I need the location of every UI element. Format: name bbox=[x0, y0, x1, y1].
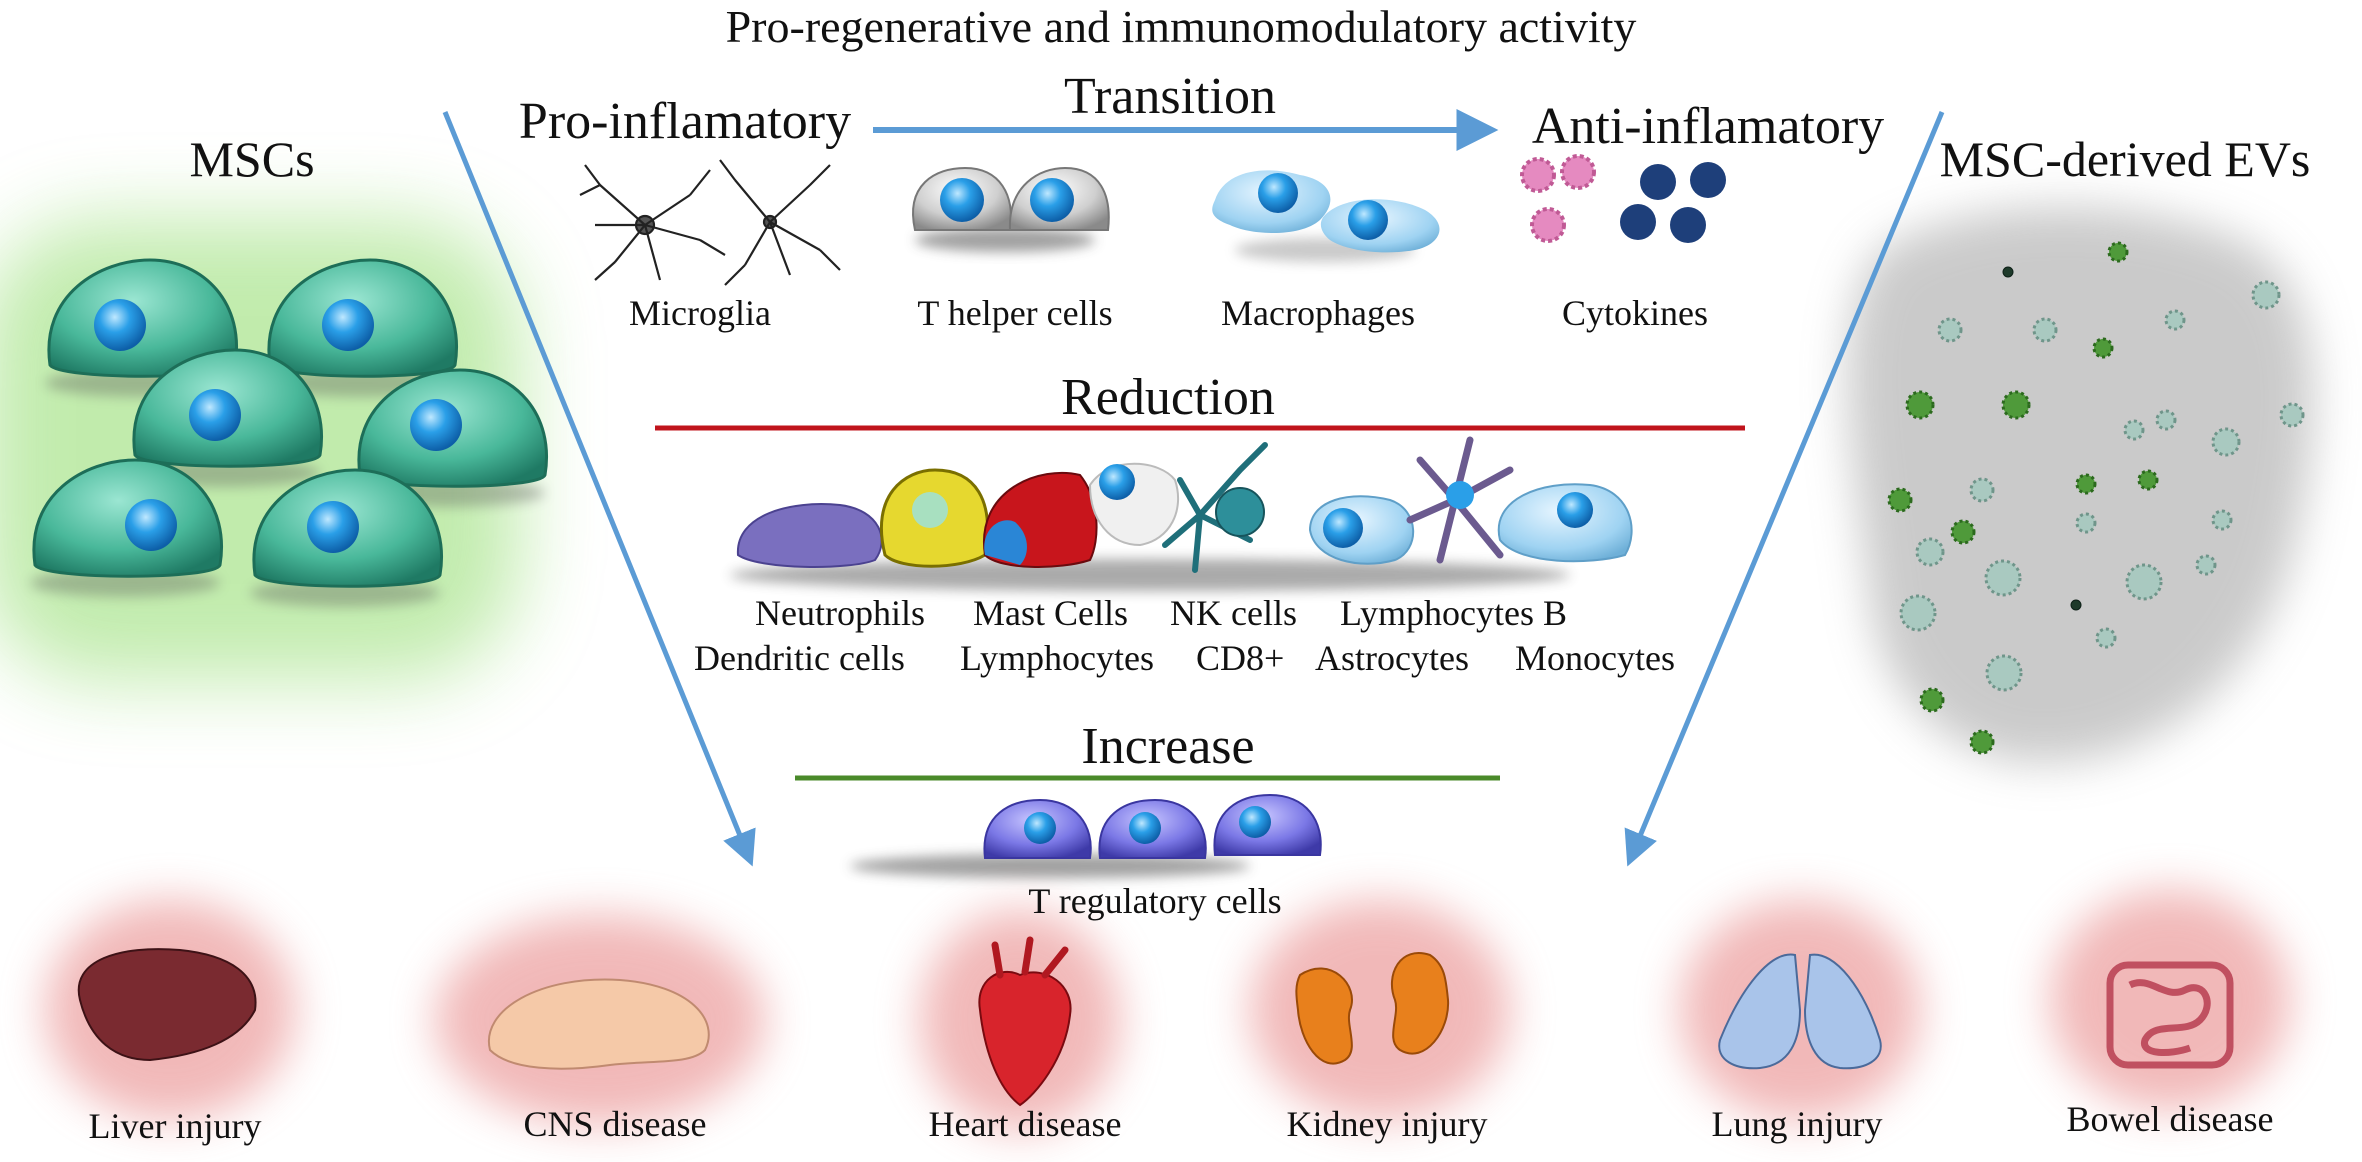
ev-label: MSC-derived EVs bbox=[1939, 131, 2311, 187]
ev-vesicle bbox=[2070, 599, 2082, 611]
treg-cells-graphic bbox=[850, 793, 1322, 878]
lymphocytes-label: Lymphocytes bbox=[960, 638, 1154, 678]
t-helper-graphic bbox=[912, 166, 1110, 252]
right-arrow bbox=[1624, 111, 1945, 867]
ev-vesicle bbox=[2195, 554, 2217, 576]
monocytes-label: Monocytes bbox=[1515, 638, 1675, 678]
cytokines-label: Cytokines bbox=[1561, 293, 1709, 333]
reduction-heading: Reduction bbox=[1061, 369, 1275, 426]
ev-vesicle bbox=[2155, 409, 2177, 431]
ev-vesicle bbox=[1915, 537, 1945, 567]
ev-vesicle bbox=[1969, 729, 1995, 755]
lung-injury-label: Lung injury bbox=[1711, 1104, 1883, 1144]
ev-vesicle bbox=[2095, 627, 2117, 649]
ev-vesicle bbox=[2107, 241, 2129, 263]
cd8-label: CD8+ bbox=[1196, 638, 1285, 678]
ev-vesicle bbox=[1984, 559, 2022, 597]
ev-vesicles bbox=[1887, 241, 2305, 755]
msc-label: MSCs bbox=[189, 131, 315, 187]
ev-vesicle bbox=[1919, 687, 1945, 713]
kidney-injury-label: Kidney injury bbox=[1286, 1104, 1488, 1144]
heart-graphic bbox=[978, 936, 1072, 1107]
ev-vesicle bbox=[2211, 509, 2233, 531]
t-regulatory-label: T regulatory cells bbox=[1028, 881, 1282, 921]
ev-vesicle bbox=[1887, 487, 1913, 513]
nk-cells-label: NK cells bbox=[1170, 593, 1297, 633]
ev-vesicle bbox=[1950, 519, 1976, 545]
ev-vesicle bbox=[2075, 512, 2097, 534]
organ-glows bbox=[45, 890, 2290, 1130]
heart-disease-label: Heart disease bbox=[928, 1104, 1122, 1144]
ev-vesicle bbox=[2164, 309, 2186, 331]
brain-graphic bbox=[487, 978, 710, 1070]
ev-vesicle bbox=[1905, 390, 1935, 420]
neutrophils-label: Neutrophils bbox=[755, 593, 925, 633]
cytokines-graphic bbox=[1520, 154, 1726, 243]
microglia-graphic bbox=[579, 159, 841, 286]
ev-vesicle bbox=[2123, 419, 2145, 441]
macrophages-label: Macrophages bbox=[1221, 293, 1415, 333]
lymphocytes-b-label: Lymphocytes B bbox=[1340, 593, 1567, 633]
macrophage-graphic bbox=[1212, 170, 1440, 262]
ev-vesicle bbox=[2002, 266, 2014, 278]
ev-vesicle bbox=[2075, 473, 2097, 495]
ev-vesicle bbox=[2137, 469, 2159, 491]
t-helper-label: T helper cells bbox=[917, 293, 1113, 333]
mast-cells-label: Mast Cells bbox=[973, 593, 1129, 633]
ev-vesicle bbox=[1985, 654, 2023, 692]
increase-heading: Increase bbox=[1081, 718, 1255, 775]
liver-injury-label: Liver injury bbox=[88, 1106, 262, 1146]
anti-inflammatory-label: Anti-inflamatory bbox=[1531, 98, 1885, 155]
ev-vesicle bbox=[2032, 317, 2058, 343]
ev-vesicle bbox=[2001, 390, 2031, 420]
ev-vesicle bbox=[2125, 563, 2163, 601]
ev-vesicle bbox=[2279, 402, 2305, 428]
ev-vesicle bbox=[2092, 337, 2114, 359]
ev-vesicle bbox=[2211, 427, 2241, 457]
kidney-graphic bbox=[1295, 952, 1450, 1065]
microglia-label: Microglia bbox=[629, 293, 771, 333]
transition-heading: Transition bbox=[1064, 68, 1276, 125]
bowel-graphic bbox=[2106, 961, 2234, 1069]
astrocytes-label: Astrocytes bbox=[1315, 638, 1469, 678]
liver-graphic bbox=[77, 948, 257, 1062]
cns-disease-label: CNS disease bbox=[523, 1104, 707, 1144]
main-title: Pro-regenerative and immunomodulatory ac… bbox=[725, 1, 1637, 52]
left-arrow bbox=[442, 111, 756, 867]
pro-inflammatory-label: Pro-inflamatory bbox=[518, 93, 852, 150]
ev-vesicle bbox=[2251, 280, 2281, 310]
ev-vesicle bbox=[1899, 594, 1937, 632]
reduction-cells-graphic bbox=[730, 436, 1633, 591]
ev-vesicle bbox=[1937, 317, 1963, 343]
lungs-graphic bbox=[1718, 953, 1882, 1070]
msc-cells bbox=[30, 258, 548, 607]
dendritic-cells-label: Dendritic cells bbox=[694, 638, 905, 678]
ev-vesicle bbox=[1969, 477, 1995, 503]
bowel-disease-label: Bowel disease bbox=[2066, 1099, 2274, 1139]
